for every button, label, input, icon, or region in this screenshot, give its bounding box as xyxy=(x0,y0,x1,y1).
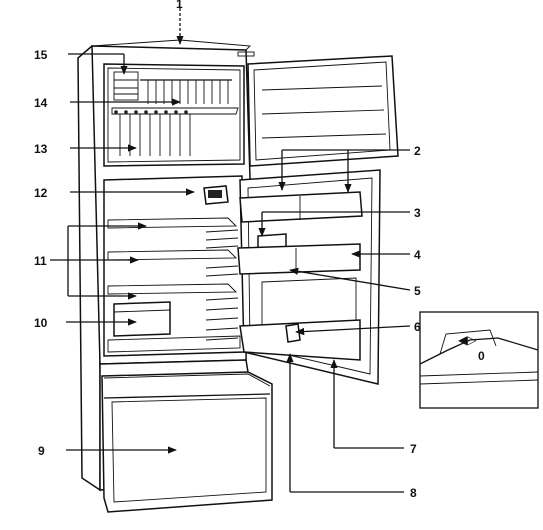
callout-7: 7 xyxy=(410,442,417,456)
callout-14: 14 xyxy=(34,96,48,110)
callout-1: 1 xyxy=(176,0,183,11)
callout-5: 5 xyxy=(414,284,421,298)
drawer xyxy=(101,371,273,513)
inset-dial-symbol: ◀▷ xyxy=(458,333,477,347)
evaporator-ribs xyxy=(140,79,232,104)
callout-10: 10 xyxy=(34,316,48,330)
leader-lines xyxy=(50,8,411,493)
freezer-compartment xyxy=(103,63,245,167)
callout-4: 4 xyxy=(414,248,421,262)
callout-9: 9 xyxy=(38,444,45,458)
thermostat-inset: ◀▷ 0 xyxy=(419,311,539,409)
fridge-compartment xyxy=(103,175,245,357)
callout-labels: 1 2 3 4 5 6 7 8 9 10 11 12 13 14 15 xyxy=(34,0,421,500)
callout-13: 13 xyxy=(34,142,48,156)
callout-3: 3 xyxy=(414,206,421,220)
fridge-door xyxy=(237,169,381,385)
callout-12: 12 xyxy=(34,186,48,200)
callout-15: 15 xyxy=(34,48,48,62)
callout-8: 8 xyxy=(410,486,417,500)
callout-6: 6 xyxy=(414,320,421,334)
callout-11: 11 xyxy=(34,254,47,268)
callout-2: 2 xyxy=(414,144,421,158)
inset-dial-mark: 0 xyxy=(478,349,485,363)
